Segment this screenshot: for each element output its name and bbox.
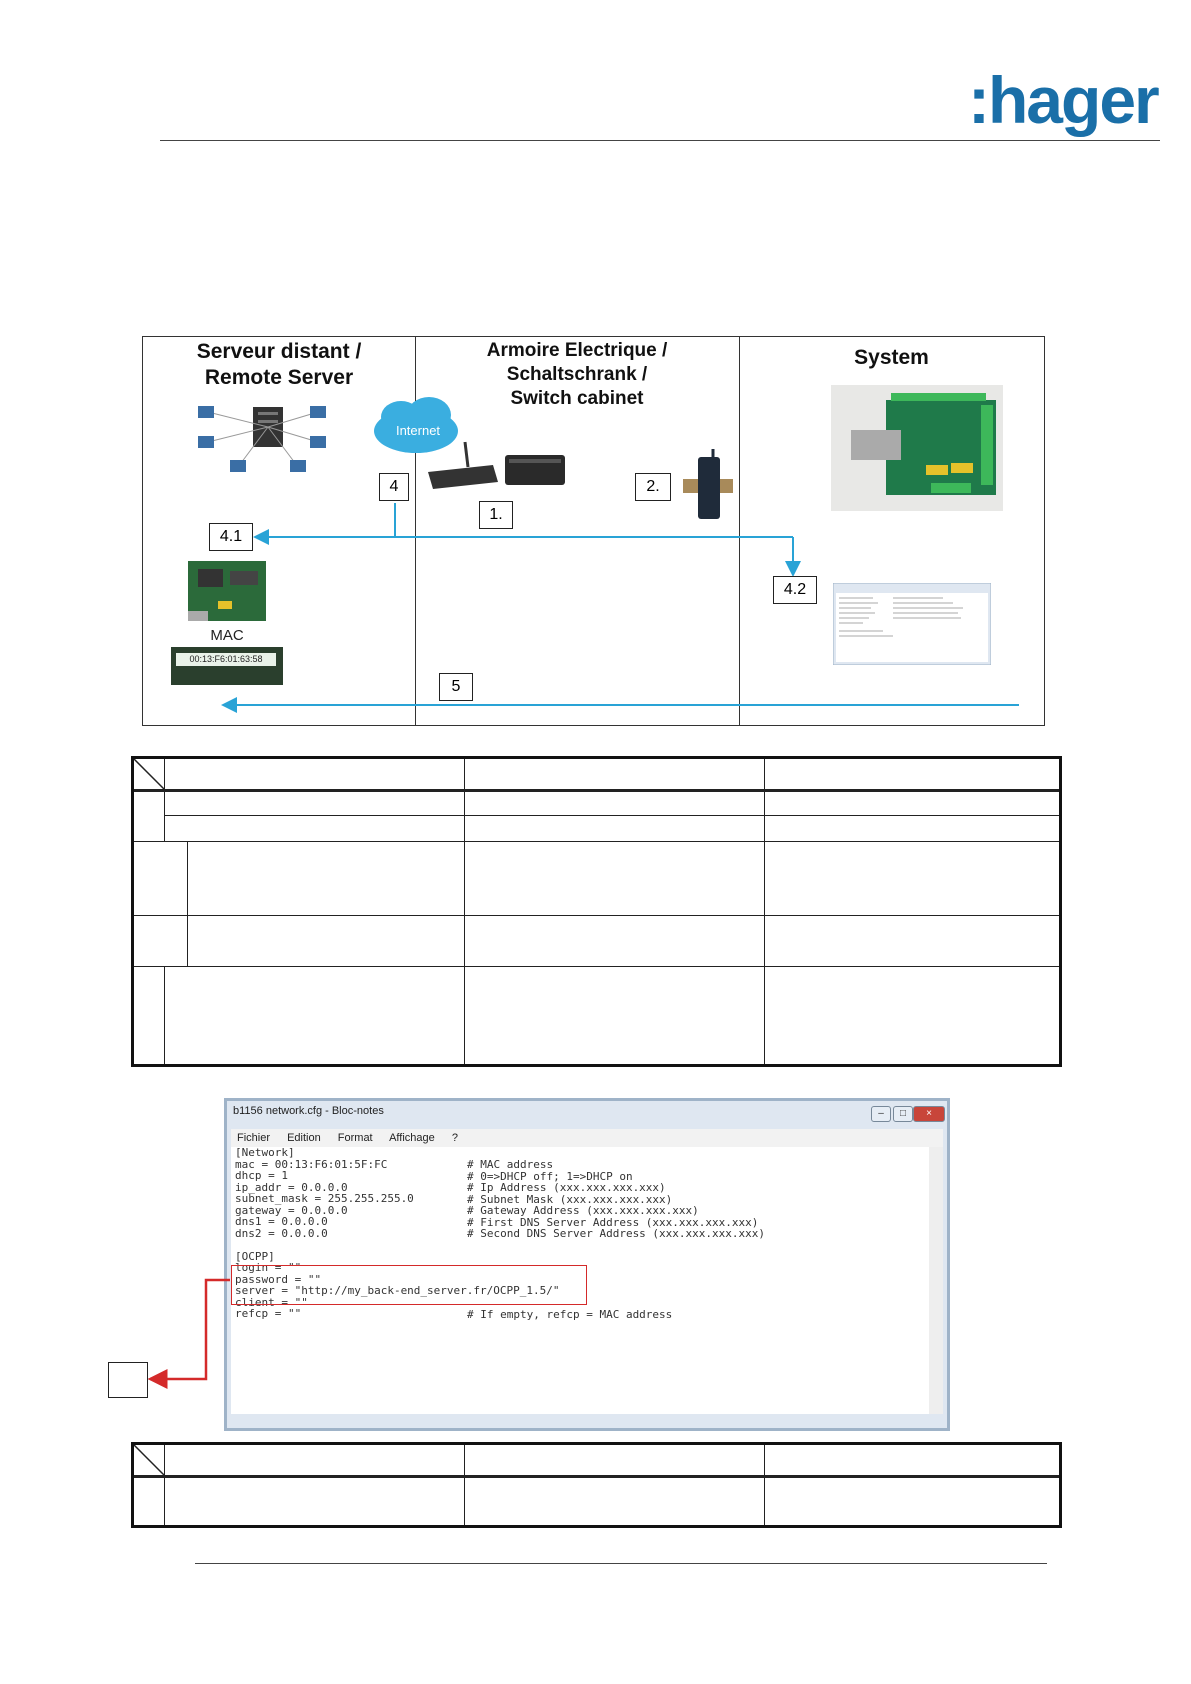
col-line [764,1445,765,1525]
title-line: Remote Server [204,366,354,389]
step-1-box: 1. [479,501,513,529]
row-line [134,966,1059,967]
mac-board-image [188,561,266,621]
internet-label: Internet [395,423,441,438]
steps-table [131,756,1062,1067]
system-title: System [854,346,929,369]
maximize-button[interactable]: □ [893,1106,913,1122]
remote-server-title: Serveur distant / Remote Server [143,339,415,391]
title-line: Armoire Electrique / [486,340,668,361]
col-line [164,759,165,841]
title-line: Schaltschrank / [506,364,648,385]
network-diagram: Serveur distant / Remote Server Armoire … [142,336,1045,726]
server-network-image [198,406,326,472]
mac-value: 00:13:F6:01:63:58 [176,653,276,666]
hager-logo: :hager [968,63,1160,137]
col-line [464,1445,465,1525]
minimize-button[interactable]: – [871,1106,891,1122]
system-board-image [831,385,1003,511]
title-line: Switch cabinet [510,388,644,409]
vertical-scrollbar[interactable] [929,1147,943,1414]
step-4-2-box: 4.2 [773,576,817,604]
col-line [764,759,765,1064]
column-divider [415,337,416,725]
row-line [134,789,1059,792]
row-line [164,815,1059,816]
menu-edition[interactable]: Edition [287,1132,321,1144]
ocpp-highlight-box [231,1265,587,1305]
config-keys: [Network] mac = 00:13:F6:01:5F:FC dhcp =… [235,1146,560,1320]
step-4-box: 4 [379,473,409,501]
header-rule [160,140,1160,141]
footer-rule [195,1563,1047,1564]
col-line [164,1445,165,1525]
step-4-1-box: 4.1 [209,523,253,551]
notepad-text-area[interactable]: [Network] mac = 00:13:F6:01:5F:FC dhcp =… [231,1147,929,1414]
callout-arrow [147,1278,230,1389]
router-image [428,441,565,489]
menu-fichier[interactable]: Fichier [237,1132,271,1144]
flow-arrows [221,503,1019,713]
corner-diagonal [134,1445,164,1475]
config-thumbnail-image [833,583,991,665]
notepad-title: b1156 network.cfg - Bloc-notes [233,1105,384,1117]
row-line [134,915,1059,916]
close-button[interactable]: × [913,1106,945,1122]
internet-cloud-icon [374,397,458,453]
switch-cabinet-title: Armoire Electrique / Schaltschrank / Swi… [415,339,739,411]
mac-label: MAC [210,627,244,644]
col-line [164,966,165,1064]
notepad-window: b1156 network.cfg - Bloc-notes – □ × Fic… [224,1098,950,1431]
callout-box [108,1362,148,1398]
col-line [187,841,188,966]
server-table [131,1442,1062,1528]
menu-format[interactable]: Format [337,1132,373,1144]
row-line [134,1475,1059,1478]
step-2-box: 2. [635,473,671,501]
col-line [464,759,465,1064]
corner-diagonal [134,759,164,789]
gateway-device-image [683,449,733,519]
step-5-box: 5 [439,673,473,701]
menu-help[interactable]: ? [451,1132,458,1144]
mac-sticker: 00:13:F6:01:63:58 [171,647,283,685]
title-line: Serveur distant / [196,340,362,363]
column-divider [739,337,740,725]
notepad-menu: Fichier Edition Format Affichage ? [231,1129,943,1147]
row-line [134,841,1059,842]
menu-affichage[interactable]: Affichage [389,1132,435,1144]
config-comments: # MAC address # 0=>DHCP off; 1=>DHCP on … [467,1158,766,1321]
